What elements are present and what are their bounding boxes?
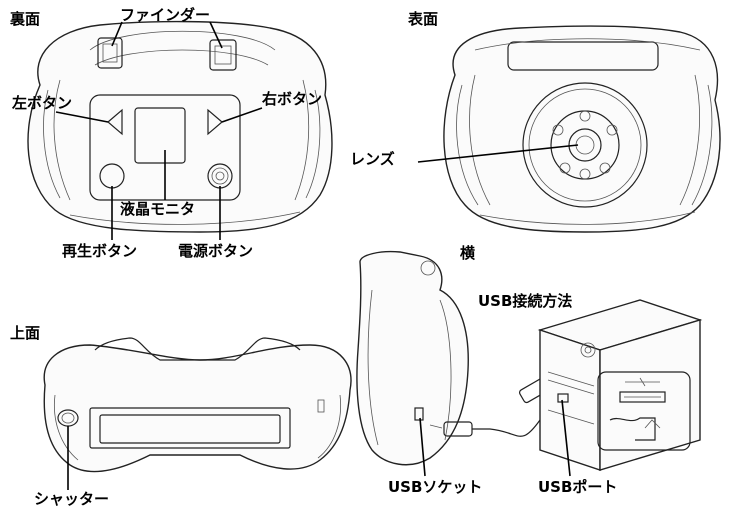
pc-tower-drawing <box>537 299 703 471</box>
side-view-drawing <box>356 250 561 466</box>
right-button-label: 右ボタン <box>262 90 323 108</box>
top-view-title: 上面 <box>10 324 41 342</box>
lens-label: レンズ <box>350 150 395 168</box>
left-button-pointer <box>55 111 109 123</box>
lcd-monitor-label: 液晶モニタ <box>120 200 196 218</box>
right-button-pointer <box>221 107 263 123</box>
usb-socket-pointer <box>419 417 426 477</box>
top-view-drawing <box>43 337 352 473</box>
finder-label: ファインダー <box>120 6 211 24</box>
usb-socket-label: USBソケット <box>388 478 483 496</box>
left-button-label: 左ボタン <box>12 94 73 112</box>
usb-port-label: USBポート <box>538 478 618 496</box>
lens-pointer <box>417 144 579 163</box>
finder-pointer-right <box>209 21 223 49</box>
power-button-label: 電源ボタン <box>178 242 254 260</box>
back-view-title: 裏面 <box>10 10 41 28</box>
front-view-title: 表面 <box>408 10 439 28</box>
side-view-title: 横 <box>460 244 476 262</box>
back-view-drawing <box>27 20 333 233</box>
shutter-label: シャッター <box>34 490 110 508</box>
usb-port-pointer <box>561 399 571 477</box>
front-view-drawing <box>443 25 721 233</box>
play-button-label: 再生ボタン <box>62 242 138 260</box>
finder-pointer-left <box>111 21 123 47</box>
usb-connection-label: USB接続方法 <box>478 292 573 310</box>
